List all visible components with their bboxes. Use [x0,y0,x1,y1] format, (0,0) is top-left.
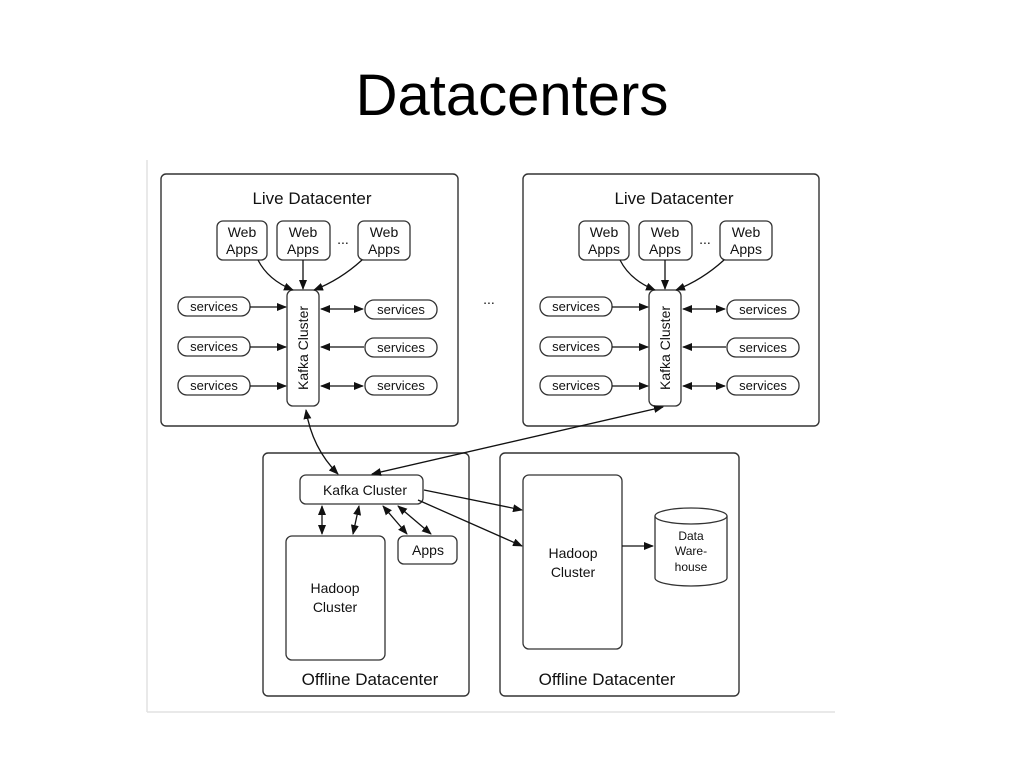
web-apps-line2: Apps [649,241,681,257]
web-apps-line2: Apps [588,241,620,257]
data-warehouse-cylinder-icon: Data Ware- house [654,507,728,587]
services-pill: services [364,337,438,358]
services-pill: services [726,375,800,396]
web-apps-box: Web Apps [276,220,331,261]
services-label: services [377,340,425,355]
hadoop-cluster-box: Hadoop Cluster [522,474,623,650]
services-pill: services [726,337,800,358]
kafka-cluster-label: Kafka Cluster [295,306,311,390]
services-label: services [190,339,238,354]
arrow [619,259,656,291]
live-datacenter-left: Live Datacenter Web Apps Web Apps ... We… [160,173,459,427]
datacenter-ellipsis: ... [483,291,495,307]
web-apps-line2: Apps [287,241,319,257]
services-label: services [552,378,600,393]
data-warehouse-line1: Data [678,529,704,543]
web-apps-box: Web Apps [357,220,411,261]
web-apps-box: Web Apps [216,220,268,261]
arrow [257,259,294,291]
arrow [313,259,363,291]
web-apps-box: Web Apps [578,220,630,261]
offline-datacenter-left-label: Offline Datacenter [302,670,439,689]
kafka-cluster-vertical: Kafka Cluster [648,289,682,407]
arrow [675,259,725,291]
services-pill: services [539,296,613,317]
web-apps-line1: Web [590,224,619,240]
services-pill: services [177,296,251,317]
arrow [417,499,523,547]
services-label: services [739,340,787,355]
kafka-cluster-vertical: Kafka Cluster [286,289,320,407]
web-apps-line1: Web [370,224,399,240]
web-apps-line1: Web [651,224,680,240]
live-datacenter-right-label: Live Datacenter [614,189,733,208]
apps-box: Apps [397,535,458,565]
hadoop-cluster-line2: Cluster [313,599,358,615]
services-pill: services [177,375,251,396]
web-apps-line1: Web [289,224,318,240]
hadoop-cluster-line1: Hadoop [548,545,597,561]
web-apps-line1: Web [228,224,257,240]
data-warehouse-line2: Ware- [675,544,707,558]
services-label: services [377,378,425,393]
web-apps-ellipsis: ... [699,231,711,247]
hadoop-cluster-line2: Cluster [551,564,596,580]
apps-label: Apps [412,542,444,558]
hadoop-cluster-line1: Hadoop [310,580,359,596]
services-pill: services [177,336,251,357]
web-apps-box: Web Apps [638,220,693,261]
slide-title: Datacenters [355,63,669,128]
services-label: services [190,299,238,314]
kafka-cluster-label: Kafka Cluster [323,482,407,498]
web-apps-line2: Apps [730,241,762,257]
services-label: services [739,378,787,393]
services-pill: services [364,375,438,396]
arrow [423,489,523,513]
live-datacenter-right: Live Datacenter Web Apps Web Apps ... We… [522,173,820,427]
bidirectional-arrow [303,409,339,475]
web-apps-box: Web Apps [719,220,773,261]
services-label: services [190,378,238,393]
web-apps-ellipsis: ... [337,231,349,247]
services-label: services [739,302,787,317]
web-apps-line2: Apps [368,241,400,257]
offline-datacenter-left: Offline Datacenter Kafka Cluster Apps Ha… [262,452,470,697]
services-label: services [552,299,600,314]
data-warehouse-line3: house [675,560,708,574]
services-label: services [552,339,600,354]
offline-datacenter-right-label: Offline Datacenter [539,670,676,689]
offline-datacenter-right: Offline Datacenter Hadoop Cluster Data W… [499,452,740,697]
bidirectional-arrow [397,505,432,535]
services-pill: services [539,336,613,357]
kafka-cluster-label: Kafka Cluster [657,306,673,390]
services-pill: services [726,299,800,320]
web-apps-line1: Web [732,224,761,240]
web-apps-line2: Apps [226,241,258,257]
services-pill: services [364,299,438,320]
services-label: services [377,302,425,317]
services-pill: services [539,375,613,396]
bidirectional-arrow [371,405,664,476]
live-datacenter-left-label: Live Datacenter [252,189,371,208]
hadoop-cluster-box: Hadoop Cluster [285,535,386,661]
kafka-cluster-horizontal: Kafka Cluster [299,474,424,505]
bidirectional-arrow [350,505,362,535]
